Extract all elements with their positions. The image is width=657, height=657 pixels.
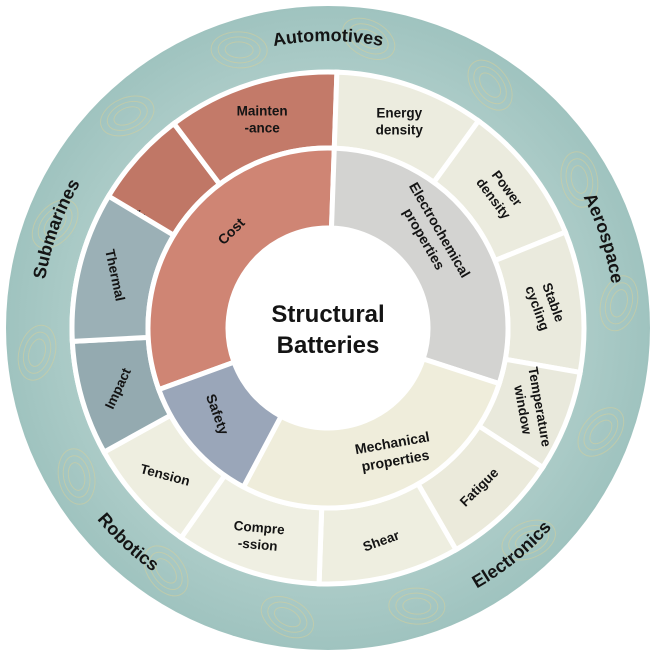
ring-contour-pattern [501,519,556,561]
ring-contour-pattern [479,72,502,98]
ring-contour-pattern [388,587,446,625]
category-sector [328,145,511,387]
ring-contour-pattern [100,95,155,137]
feature-segment-label: Compre [233,518,286,537]
ring-contour-pattern [570,165,589,194]
center-title-line-1: Structural [271,301,384,328]
feature-segment-label-group: Mainten -ance [237,104,288,136]
ring-contour-pattern [599,275,639,332]
ring-contour-pattern [67,462,86,491]
ring-contour-pattern [273,607,301,628]
ring-contour-pattern [589,419,613,445]
ring-contour-pattern [143,545,189,597]
ring-contour-pattern [473,66,507,105]
ring-contour-pattern [106,100,148,132]
ring-contour-pattern [267,601,308,633]
ring-contour-pattern [560,151,599,208]
ring-contour-pattern [260,596,314,639]
feature-segment-label: Mainten [237,104,288,119]
ring-contour-pattern [62,455,91,498]
ring-contour-pattern [43,211,67,237]
ring-contour-pattern [17,324,57,381]
feature-segment-label: -ssion [237,535,278,553]
ring-contour-pattern [210,31,268,69]
ring-contour-pattern [31,199,79,249]
ring-contour-pattern [224,41,254,59]
ring-contour-pattern [604,282,634,325]
ring-contour-pattern [395,592,439,620]
feature-segment-label: density [376,122,424,137]
ring-contour-pattern [22,331,52,374]
ring-contour-pattern [577,407,625,457]
feature-segment-label-group: Energy density [376,105,424,137]
ring-contour-pattern [467,59,513,111]
ring-contour-pattern [37,205,73,243]
feature-segment-label: Energy [376,105,422,120]
ring-contour-pattern [217,36,261,64]
ring-contour-pattern [342,17,396,60]
feature-segment-label-group: Compre-ssion [233,518,286,554]
ring-contour-pattern [508,524,550,556]
ring-contour-pattern [402,597,432,615]
category-sector [240,355,503,511]
feature-segment-label: -ance [245,121,281,136]
ring-contour-pattern [565,158,594,201]
ring-contour-pattern [583,413,619,451]
ring-contour-pattern [348,23,389,55]
ring-contour-pattern [515,530,543,550]
category-sector [145,145,337,393]
ring-contour-pattern [609,289,628,318]
ring-contour-pattern [154,558,177,584]
ring-contour-pattern [28,338,47,367]
ring-contour-pattern [355,28,383,49]
center-hub [230,230,426,426]
category-sector [155,358,285,491]
application-ring-texture [17,17,639,639]
ring-contour-pattern [57,448,96,505]
ring-contour-pattern [113,106,141,126]
center-title-line-2: Batteries [277,332,380,359]
ring-contour-pattern [149,551,183,590]
